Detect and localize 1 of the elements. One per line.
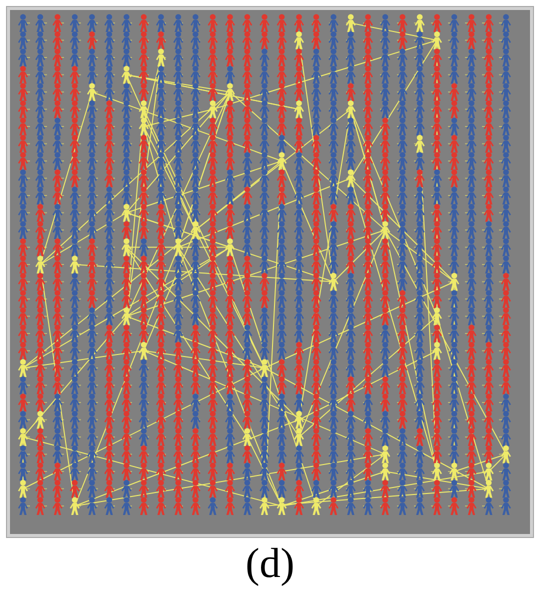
caption: (d) bbox=[244, 540, 296, 589]
